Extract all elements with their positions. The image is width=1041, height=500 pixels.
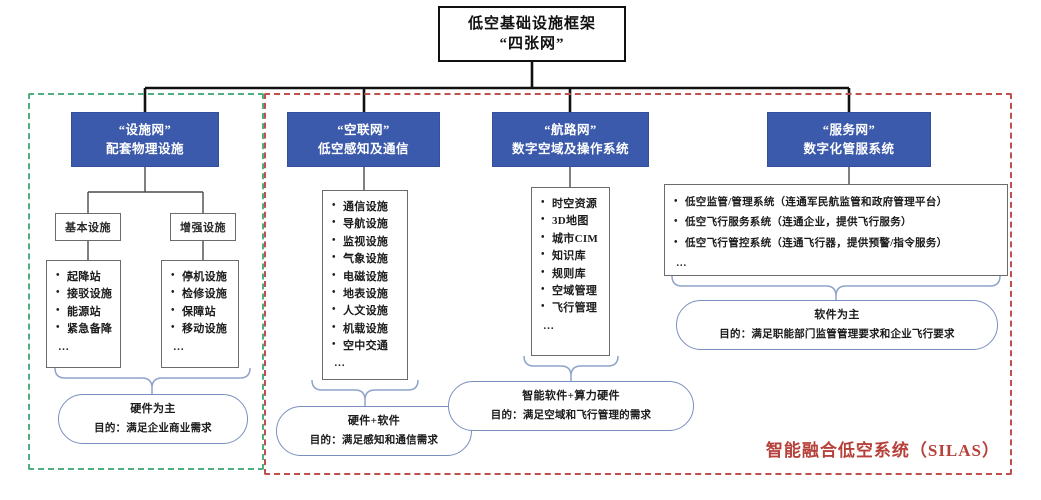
list-item: 保障站	[171, 303, 231, 321]
silas-region-boundary	[264, 93, 1012, 475]
subgroup-caption-enhanced-facility[interactable]: 增强设施	[170, 213, 236, 241]
list-item: 时空资源	[541, 195, 602, 213]
enhanced-facility-label: 增强设施	[180, 222, 226, 234]
list-item: 起降站	[56, 268, 113, 286]
column-header-facility-net[interactable]: “设施网” 配套物理设施	[71, 112, 219, 167]
list-item: 地表设施	[332, 285, 400, 303]
capsule-air-link-title: 硬件+软件	[347, 415, 401, 428]
list-item: 导航设施	[332, 215, 400, 233]
list-item: 检修设施	[171, 285, 231, 303]
subgroup-caption-basic-facility[interactable]: 基本设施	[55, 213, 121, 241]
capsule-route-net[interactable]: 智能软件+算力硬件 目的：满足空域和飞行管理的需求	[448, 381, 694, 431]
list-item: 机载设施	[332, 320, 400, 338]
list-enhanced-facility[interactable]: 停机设施检修设施保障站移动设施 …	[161, 260, 239, 368]
capsule-facility-title: 硬件为主	[130, 403, 176, 416]
route-net-items: 时空资源3D地图城市CIM知识库规则库空域管理飞行管理 …	[541, 195, 602, 335]
list-item: …	[58, 340, 71, 353]
capsule-facility-subtitle: 目的：满足企业商业需求	[94, 422, 212, 434]
list-item: 低空飞行管控系统（连通飞行器，提供预警/指令服务）	[674, 233, 1000, 254]
column-header-service-net[interactable]: “服务网” 数字化管服系统	[767, 112, 931, 167]
facility-region-boundary	[28, 93, 264, 470]
list-route-net[interactable]: 时空资源3D地图城市CIM知识库规则库空域管理飞行管理 …	[531, 187, 610, 356]
capsule-service-subtitle: 目的：满足职能部门监管管理要求和企业飞行要求	[719, 328, 955, 340]
column-header-air-link-net[interactable]: “空联网” 低空感知及通信	[287, 112, 440, 167]
list-item: 城市CIM	[541, 230, 602, 248]
capsule-route-title: 智能软件+算力硬件	[522, 390, 620, 403]
list-item: 接驳设施	[56, 285, 113, 303]
capsule-service-title: 软件为主	[814, 309, 860, 322]
root-title-box: 低空基础设施框架 “四张网”	[438, 6, 626, 62]
list-service-net[interactable]: 低空监管/管理系统（连通军民航监管和政府管理平台）低空飞行服务系统（连通企业，提…	[664, 184, 1008, 276]
air-link-net-subtitle: 低空感知及通信	[317, 141, 409, 156]
list-item: 移动设施	[171, 320, 231, 338]
list-item: 3D地图	[541, 212, 602, 230]
list-item: 空域管理	[541, 282, 602, 300]
capsule-air-link-net[interactable]: 硬件+软件 目的：满足感知和通信需求	[276, 406, 472, 456]
capsule-service-net[interactable]: 软件为主 目的：满足职能部门监管管理要求和企业飞行要求	[676, 300, 998, 350]
list-item: 知识库	[541, 247, 602, 265]
list-item: 低空监管/管理系统（连通军民航监管和政府管理平台）	[674, 192, 1000, 213]
basic-facility-items: 起降站接驳设施能源站紧急备降 …	[56, 268, 113, 356]
route-net-subtitle: 数字空域及操作系统	[511, 141, 629, 156]
silas-label: 智能融合低空系统（SILAS）	[765, 441, 1000, 460]
list-item: 飞行管理	[541, 299, 602, 317]
list-item: 电磁设施	[332, 267, 400, 286]
list-basic-facility[interactable]: 起降站接驳设施能源站紧急备降 …	[46, 260, 121, 368]
list-item: 空中交通	[332, 337, 400, 355]
facility-net-subtitle: 配套物理设施	[105, 141, 184, 156]
list-air-link-net[interactable]: 通信设施导航设施监视设施气象设施电磁设施地表设施人文设施机载设施空中交通 …	[322, 190, 408, 380]
root-title-line1: 低空基础设施框架	[467, 15, 596, 32]
list-item: 能源站	[56, 303, 113, 321]
air-link-net-items: 通信设施导航设施监视设施气象设施电磁设施地表设施人文设施机载设施空中交通 …	[332, 198, 400, 373]
list-item: 低空飞行服务系统（连通企业，提供飞行服务）	[674, 212, 1000, 233]
capsule-facility-net[interactable]: 硬件为主 目的：满足企业商业需求	[58, 394, 248, 444]
list-item: 通信设施	[332, 198, 400, 216]
list-item: …	[543, 319, 556, 332]
capsule-air-link-subtitle: 目的：满足感知和通信需求	[309, 434, 439, 446]
list-item: …	[676, 258, 689, 270]
list-item: 规则库	[541, 264, 602, 283]
basic-facility-label: 基本设施	[65, 222, 111, 234]
list-item: 停机设施	[171, 268, 231, 286]
list-item: 监视设施	[332, 233, 400, 251]
capsule-route-subtitle: 目的：满足空域和飞行管理的需求	[490, 409, 652, 421]
column-header-route-net[interactable]: “航路网” 数字空域及操作系统	[492, 112, 649, 167]
service-net-items: 低空监管/管理系统（连通军民航监管和政府管理平台）低空飞行服务系统（连通企业，提…	[674, 192, 1000, 275]
list-item: …	[173, 340, 186, 353]
facility-net-title: “设施网”	[118, 123, 172, 138]
air-link-net-title: “空联网”	[337, 123, 390, 138]
enhanced-facility-items: 停机设施检修设施保障站移动设施 …	[171, 268, 231, 356]
route-net-title: “航路网”	[544, 123, 597, 138]
list-item: …	[334, 357, 347, 370]
root-title-line2: “四张网”	[499, 36, 565, 52]
service-net-subtitle: 数字化管服系统	[803, 141, 895, 156]
list-item: 人文设施	[332, 302, 400, 320]
service-net-title: “服务网”	[822, 123, 876, 138]
list-item: 气象设施	[332, 250, 400, 268]
list-item: 紧急备降	[56, 320, 113, 338]
